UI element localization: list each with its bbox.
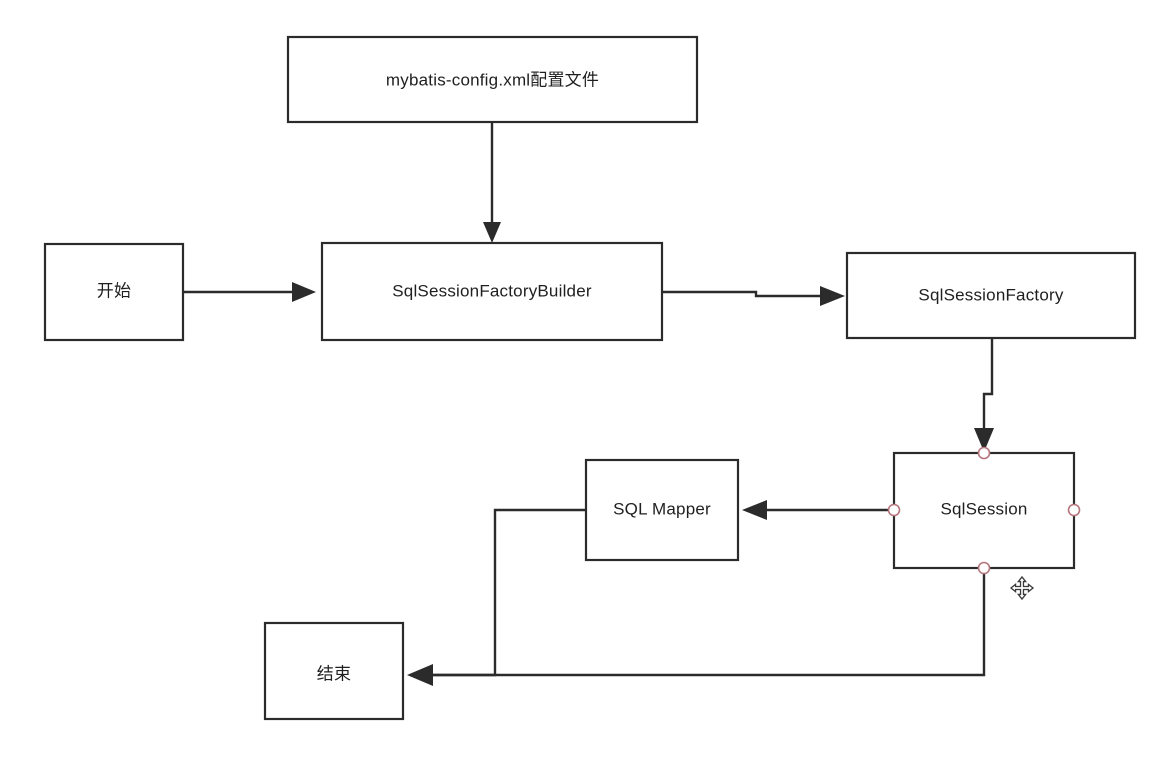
arrow-head-icon xyxy=(483,222,501,243)
node-label: 结束 xyxy=(317,664,351,683)
edge-line xyxy=(982,338,994,428)
edge-factory-to-session[interactable] xyxy=(974,338,994,452)
node-box xyxy=(286,35,699,124)
node-factory[interactable]: SqlSessionFactory xyxy=(845,251,1137,340)
node-label: SQL Mapper xyxy=(613,499,711,518)
edge-layer xyxy=(183,122,994,686)
edge-builder-to-factory[interactable] xyxy=(662,286,845,306)
node-builder[interactable]: SqlSessionFactoryBuilder xyxy=(320,241,664,342)
node-mapper[interactable]: SQL Mapper xyxy=(584,458,740,562)
connection-handle-right-icon[interactable] xyxy=(1067,503,1081,517)
edge-session-to-mapper[interactable] xyxy=(742,500,894,520)
edge-config-to-builder[interactable] xyxy=(483,122,501,243)
node-box xyxy=(584,458,740,562)
node-box xyxy=(845,251,1137,340)
arrow-head-icon xyxy=(974,428,994,452)
arrow-head-icon xyxy=(820,286,845,306)
node-label: SqlSessionFactory xyxy=(918,285,1063,304)
node-layer: mybatis-config.xml配置文件 开始 SqlSessionFact… xyxy=(43,35,1137,721)
node-label: SqlSessionFactoryBuilder xyxy=(392,281,592,300)
node-config[interactable]: mybatis-config.xml配置文件 xyxy=(286,35,699,124)
edge-session-to-end[interactable] xyxy=(407,568,986,686)
node-label: 开始 xyxy=(97,281,131,300)
arrow-head-icon xyxy=(742,500,767,520)
selection-handle-layer xyxy=(887,446,1081,575)
edge-line xyxy=(432,568,986,677)
node-start[interactable]: 开始 xyxy=(43,242,185,342)
connection-handle-top-icon[interactable] xyxy=(977,446,991,460)
node-label: mybatis-config.xml配置文件 xyxy=(386,70,599,89)
node-box xyxy=(263,621,405,721)
edge-line xyxy=(432,508,586,677)
arrow-head-icon xyxy=(292,282,316,302)
move-cursor-icon xyxy=(1009,575,1035,601)
connection-handle-bottom-icon[interactable] xyxy=(977,561,991,575)
connection-handle-left-icon[interactable] xyxy=(887,503,901,517)
edge-start-to-builder[interactable] xyxy=(183,282,316,302)
node-label: SqlSession xyxy=(940,499,1027,518)
arrow-head-icon xyxy=(407,664,433,686)
node-box xyxy=(43,242,185,342)
node-box xyxy=(320,241,664,342)
node-end[interactable]: 结束 xyxy=(263,621,405,721)
edge-line xyxy=(662,290,822,298)
node-session[interactable]: SqlSession xyxy=(892,451,1076,570)
edge-mapper-to-end[interactable] xyxy=(432,508,586,677)
